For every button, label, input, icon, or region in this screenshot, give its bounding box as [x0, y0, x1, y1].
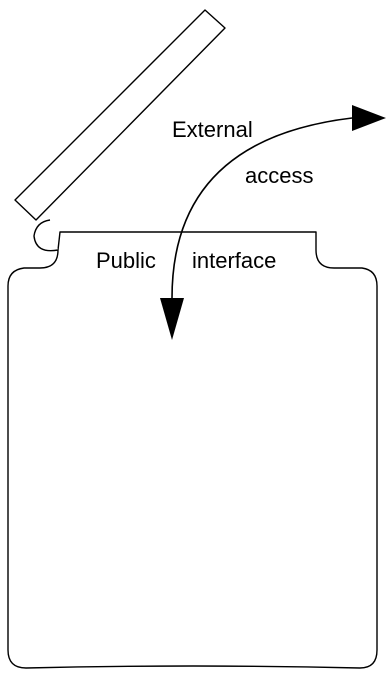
arrowhead-down [160, 298, 184, 340]
label-external: External [172, 117, 253, 142]
label-public: Public [96, 248, 156, 273]
jar-body [7, 231, 378, 669]
label-access: access [245, 163, 313, 188]
access-arrow [171, 117, 353, 299]
lid-hinge [33, 219, 59, 252]
arrowhead-right [352, 105, 386, 131]
label-interface: interface [192, 248, 276, 273]
jar-lid [14, 9, 226, 221]
